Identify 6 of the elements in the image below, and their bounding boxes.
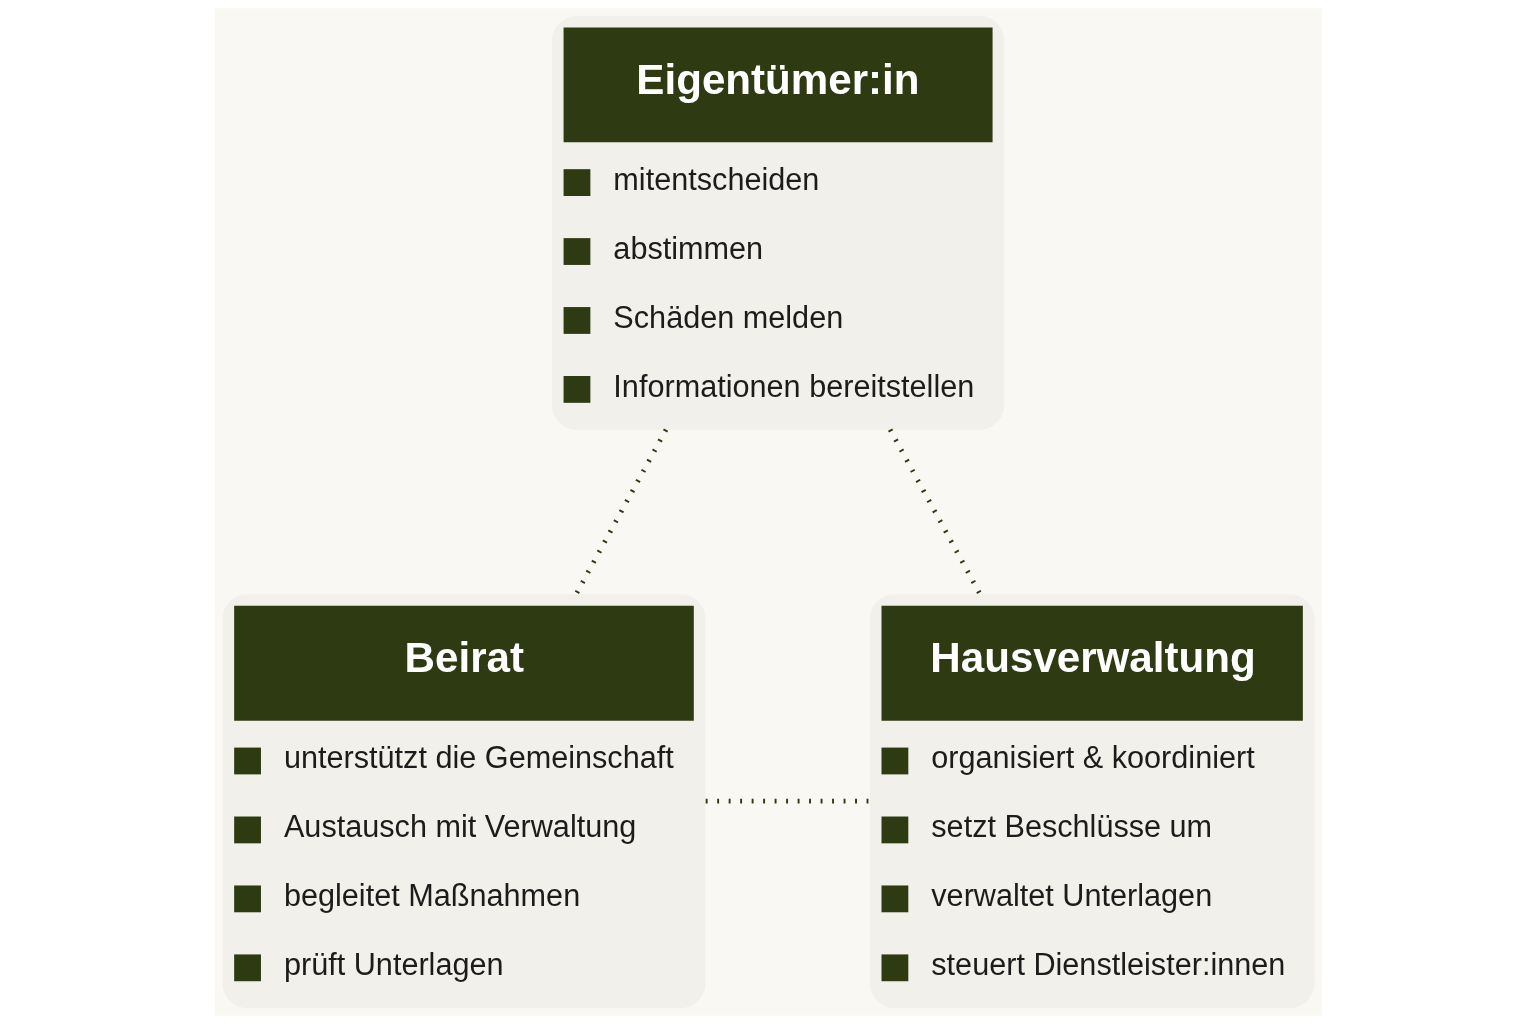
node-box: Beirat unterstützt die Gemeinschaft Austausch mit Verwaltung begleitet Maßnahmen prüft Unterlagen [222,594,705,1009]
connector [573,428,668,596]
connector [887,428,982,596]
node-box: Eigentümer:in mitentscheiden abstimmen Schäden melden Informationen bereitstellen [551,15,1004,430]
connector [705,798,869,804]
node-box: Hausverwaltung organisiert & koordiniert setzt Beschlüsse um verwaltet Unterlagen steuert Dienstleister:innen [869,594,1314,1009]
